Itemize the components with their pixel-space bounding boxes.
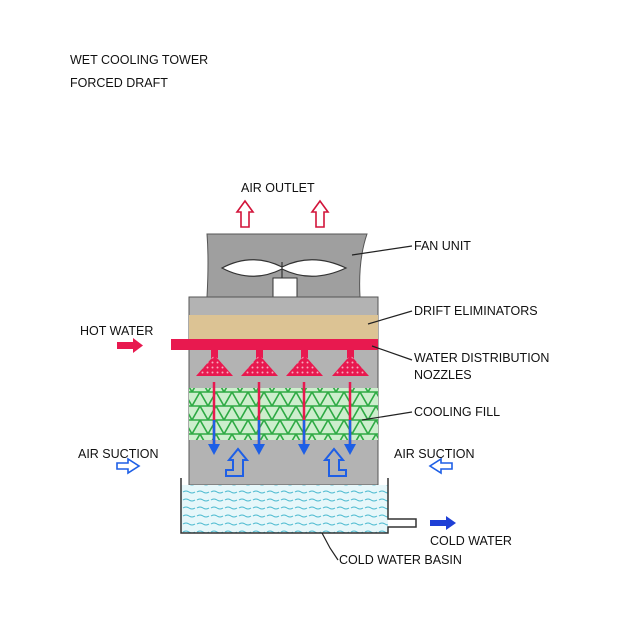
air-outlet-arrow-right xyxy=(310,199,330,228)
water-distribution-nozzles xyxy=(196,350,369,376)
air-outlet-arrow-left xyxy=(235,199,255,228)
label-air-suction-right: AIR SUCTION xyxy=(394,447,475,461)
label-drift-eliminators: DRIFT ELIMINATORS xyxy=(414,304,538,318)
label-water-distribution-line1: WATER DISTRIBUTION xyxy=(414,351,549,365)
fan-blades-icon xyxy=(220,259,348,277)
label-air-suction-left: AIR SUCTION xyxy=(78,447,159,461)
air-rising-arrow-right-icon xyxy=(322,447,347,477)
cooling-fill xyxy=(189,388,378,440)
fan-motor xyxy=(272,277,298,298)
air-rising-arrow-left-icon xyxy=(225,447,250,477)
label-cold-water-basin: COLD WATER BASIN xyxy=(339,553,462,567)
hot-water-arrow-icon xyxy=(117,338,143,353)
label-fan-unit: FAN UNIT xyxy=(414,239,471,253)
label-water-distribution-line2: NOZZLES xyxy=(414,368,472,382)
title-line-2: FORCED DRAFT xyxy=(70,76,168,90)
label-hot-water: HOT WATER xyxy=(80,324,153,338)
cold-water-arrow-icon xyxy=(430,516,456,530)
title-line-1: WET COOLING TOWER xyxy=(70,53,208,67)
drift-eliminators xyxy=(189,315,378,339)
leader-lines xyxy=(321,245,413,561)
cold-water-basin xyxy=(181,485,388,533)
water-flow-arrows xyxy=(208,382,356,455)
label-air-outlet: AIR OUTLET xyxy=(241,181,315,195)
hot-water-pipe xyxy=(171,339,378,350)
label-cold-water: COLD WATER xyxy=(430,534,512,548)
air-suction-right-arrow-icon xyxy=(428,457,453,475)
air-suction-left-arrow-icon xyxy=(116,457,141,475)
basin-outline xyxy=(180,478,417,534)
label-cooling-fill: COOLING FILL xyxy=(414,405,500,419)
